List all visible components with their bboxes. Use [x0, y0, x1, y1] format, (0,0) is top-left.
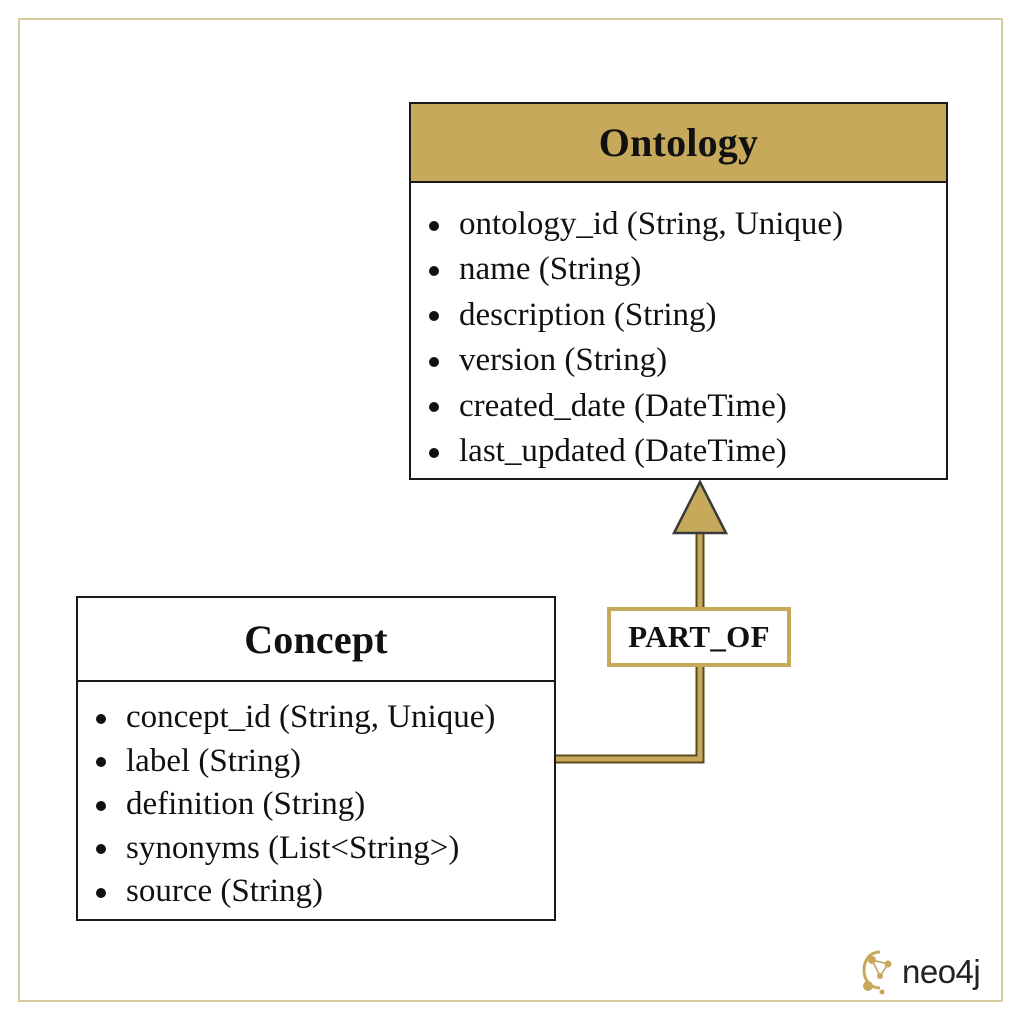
ontology-attribute-list: ontology_id (String, Unique) name (Strin…: [411, 183, 946, 474]
attribute-text: source (String): [126, 873, 324, 909]
attribute-item: created_date (DateTime): [429, 384, 946, 429]
bullet-icon: [96, 844, 106, 855]
neo4j-logo: neo4j: [858, 946, 981, 998]
attribute-item: last_updated (DateTime): [429, 429, 946, 474]
attribute-text: created_date (DateTime): [459, 387, 787, 424]
attribute-item: concept_id (String, Unique): [96, 696, 554, 740]
attribute-item: definition (String): [96, 783, 554, 827]
attribute-item: synonyms (List<String>): [96, 827, 554, 871]
attribute-item: ontology_id (String, Unique): [429, 202, 946, 247]
bullet-icon: [429, 220, 439, 231]
attribute-text: description (String): [459, 296, 717, 333]
bullet-icon: [429, 311, 439, 322]
neo4j-logo-text: neo4j: [902, 953, 981, 990]
bullet-icon: [96, 800, 106, 811]
attribute-item: source (String): [96, 870, 554, 914]
bullet-icon: [429, 402, 439, 413]
attribute-text: version (String): [459, 342, 668, 379]
connector-line: [556, 530, 703, 762]
attribute-text: ontology_id (String, Unique): [459, 206, 844, 242]
concept-entity-box: Concept concept_id (String, Unique) labe…: [76, 596, 556, 921]
attribute-text: label (String): [126, 742, 302, 779]
concept-attribute-list: concept_id (String, Unique) label (Strin…: [78, 682, 554, 914]
bullet-icon: [96, 887, 106, 898]
relationship-label-box: PART_OF: [607, 607, 791, 667]
relationship-label: PART_OF: [627, 618, 771, 656]
concept-entity-title: Concept: [78, 598, 554, 682]
neo4j-logo-icon: [862, 950, 892, 995]
bullet-icon: [429, 266, 439, 277]
attribute-text: name (String): [459, 251, 642, 288]
attribute-item: version (String): [429, 338, 946, 383]
bullet-icon: [96, 757, 106, 768]
attribute-text: definition (String): [126, 786, 366, 822]
ontology-entity-box: Ontology ontology_id (String, Unique) na…: [409, 102, 948, 480]
attribute-item: description (String): [429, 293, 946, 338]
attribute-text: concept_id (String, Unique): [126, 699, 496, 735]
bullet-icon: [429, 447, 439, 458]
attribute-text: last_updated (DateTime): [459, 432, 787, 469]
arrowhead-icon: [671, 479, 729, 535]
ontology-entity-title: Ontology: [411, 104, 946, 183]
attribute-item: name (String): [429, 247, 946, 292]
bullet-icon: [429, 356, 439, 367]
bullet-icon: [96, 713, 106, 724]
attribute-item: label (String): [96, 740, 554, 784]
attribute-text: synonyms (List<String>): [126, 829, 460, 866]
